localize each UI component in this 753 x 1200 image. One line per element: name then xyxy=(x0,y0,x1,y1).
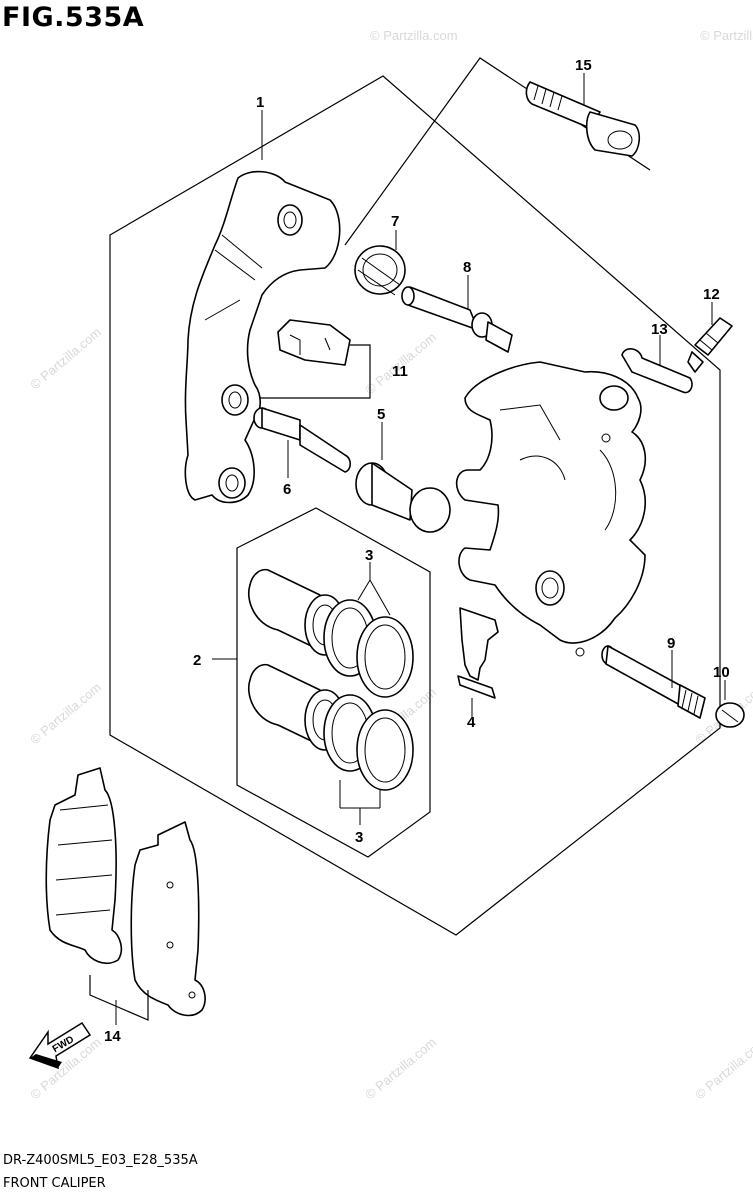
seal-set-lower xyxy=(323,694,414,791)
brake-pad-rear xyxy=(130,821,206,1017)
leader-lines xyxy=(115,73,726,1025)
callout-3-lower: 3 xyxy=(355,829,363,846)
pin-9 xyxy=(601,645,706,719)
caliper-body xyxy=(455,361,647,657)
callout-11: 11 xyxy=(392,363,408,380)
callout-numbers: 1 15 7 8 12 13 11 5 6 3 2 4 9 10 3 14 xyxy=(104,57,730,1045)
piston-group-outline xyxy=(236,507,431,858)
callout-13: 13 xyxy=(651,321,668,338)
bolt-15 xyxy=(525,81,641,157)
pad-spring-4 xyxy=(457,607,499,699)
caliper-assembly-outline xyxy=(109,75,721,936)
slide-pin-6 xyxy=(253,407,352,473)
callout-12: 12 xyxy=(703,286,720,303)
callout-14: 14 xyxy=(104,1028,121,1045)
watermark-text: © Partzilla.com xyxy=(700,28,753,43)
seal-set-upper xyxy=(323,599,414,698)
callout-15: 15 xyxy=(575,57,592,74)
figure-title: FIG.535A xyxy=(2,2,145,33)
model-code: DR-Z400SML5_E03_E28_535A xyxy=(3,1153,198,1168)
slide-pin-8 xyxy=(401,286,513,353)
callout-6: 6 xyxy=(283,481,291,498)
boot-5 xyxy=(355,462,451,533)
watermark-text: © Partzilla.com xyxy=(692,1034,753,1102)
callout-1: 1 xyxy=(256,94,264,111)
pad-bracket-line xyxy=(89,975,149,1021)
callout-9: 9 xyxy=(667,635,675,652)
bleeder-cap-13 xyxy=(621,348,693,394)
watermark-text: © Partzilla.com xyxy=(27,324,104,392)
callout-4: 4 xyxy=(467,714,476,731)
callout-10: 10 xyxy=(713,664,730,681)
caliper-bracket xyxy=(184,170,341,504)
plug-10 xyxy=(715,702,745,728)
bleeder-12 xyxy=(687,317,733,373)
callout-5: 5 xyxy=(377,406,385,423)
callout-7: 7 xyxy=(391,213,399,230)
callout-8: 8 xyxy=(463,259,471,276)
callout-3-upper: 3 xyxy=(365,547,373,564)
brake-pad-front xyxy=(45,767,123,965)
callout-2: 2 xyxy=(193,652,201,669)
watermark-text: © Partzilla.com xyxy=(27,679,104,747)
figure-name: FRONT CALIPER xyxy=(3,1176,106,1191)
pad-spring-11 xyxy=(260,319,371,399)
watermark-text: © Partzilla.com xyxy=(362,1034,439,1102)
watermark-text: © Partzilla.com xyxy=(370,28,458,43)
boot-7 xyxy=(354,245,406,296)
